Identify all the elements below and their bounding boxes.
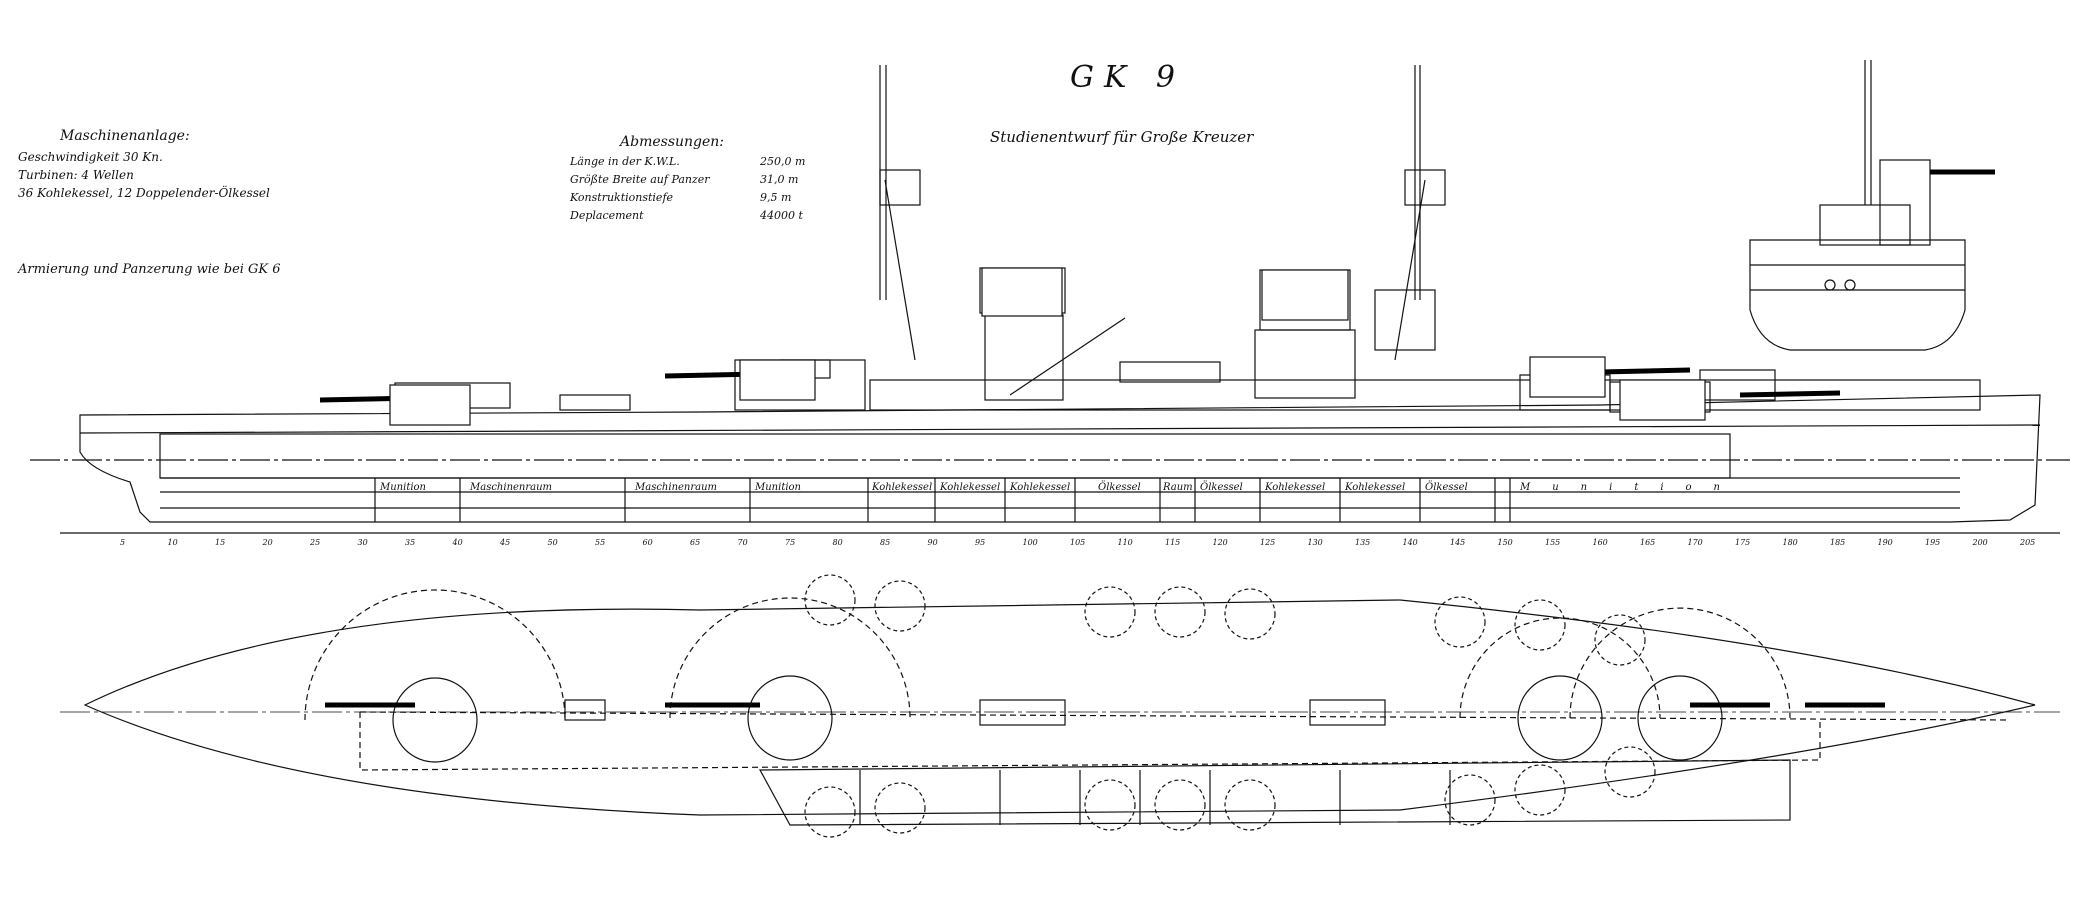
compartment-label: Kohlekessel bbox=[1010, 482, 1071, 493]
compartment-label: Raum bbox=[1163, 482, 1193, 493]
dimension-value: 31,0 m bbox=[760, 173, 799, 186]
frame-number: 195 bbox=[1925, 538, 1941, 547]
frame-number: 115 bbox=[1165, 538, 1181, 547]
machinery-line: 36 Kohlekessel, 12 Doppelender-Ölkessel bbox=[18, 186, 270, 200]
frame-number: 145 bbox=[1450, 538, 1466, 547]
armament-note: Armierung und Panzerung wie bei GK 6 bbox=[18, 262, 281, 277]
compartment-label: Maschinenraum bbox=[635, 482, 718, 493]
drawing-subtitle: Studienentwurf für Große Kreuzer bbox=[990, 128, 1254, 146]
compartment-label: Ölkessel bbox=[1200, 482, 1243, 493]
frame-number: 60 bbox=[642, 538, 653, 547]
compartment-label: Munition bbox=[755, 482, 801, 493]
frame-number: 70 bbox=[737, 538, 748, 547]
frame-number: 170 bbox=[1687, 538, 1703, 547]
dimension-value: 9,5 m bbox=[760, 191, 792, 204]
frame-number: 160 bbox=[1592, 538, 1608, 547]
dimension-value: 250,0 m bbox=[760, 155, 806, 168]
compartment-label: Maschinenraum bbox=[470, 482, 553, 493]
dimension-label: Konstruktionstiefe bbox=[570, 191, 674, 204]
dimension-label: Länge in der K.W.L. bbox=[570, 155, 680, 168]
frame-number: 200 bbox=[1972, 538, 1988, 547]
frame-number: 15 bbox=[215, 538, 226, 547]
plan-view bbox=[60, 574, 2060, 838]
side-profile bbox=[30, 65, 2070, 534]
drawing-title: GK 9 bbox=[1070, 60, 1185, 95]
frame-number: 180 bbox=[1782, 538, 1798, 547]
machinery-line: Geschwindigkeit 30 Kn. bbox=[18, 150, 163, 164]
frame-number: 185 bbox=[1830, 538, 1846, 547]
frame-number: 45 bbox=[500, 538, 511, 547]
frame-number: 30 bbox=[357, 538, 368, 547]
frame-number: 150 bbox=[1497, 538, 1513, 547]
side-gun-barrels bbox=[319, 367, 1841, 403]
frame-number: 155 bbox=[1545, 538, 1561, 547]
frame-number: 165 bbox=[1640, 538, 1656, 547]
compartment-label: Kohlekessel bbox=[1265, 482, 1326, 493]
frame-number: 95 bbox=[975, 538, 986, 547]
machinery-line: Turbinen: 4 Wellen bbox=[18, 168, 134, 182]
dimension-label: Größte Breite auf Panzer bbox=[570, 173, 710, 186]
bulkheads bbox=[374, 478, 1511, 522]
frame-number: 135 bbox=[1355, 538, 1371, 547]
frame-number: 20 bbox=[262, 538, 273, 547]
compartment-label: Kohlekessel bbox=[940, 482, 1001, 493]
frame-number: 140 bbox=[1402, 538, 1418, 547]
frame-number: 55 bbox=[595, 538, 606, 547]
frame-number: 105 bbox=[1070, 538, 1086, 547]
compartment-label: Ölkessel bbox=[1098, 482, 1141, 493]
frame-number: 110 bbox=[1117, 538, 1133, 547]
frame-number: 175 bbox=[1735, 538, 1751, 547]
compartment-label: Munition bbox=[1520, 482, 1742, 493]
frame-number: 50 bbox=[547, 538, 558, 547]
compartment-label: Munition bbox=[380, 482, 426, 493]
dimensions-heading: Abmessungen: bbox=[620, 134, 725, 150]
frame-number: 80 bbox=[832, 538, 843, 547]
frame-number: 5 bbox=[120, 538, 126, 547]
dimension-value: 44000 t bbox=[760, 209, 803, 222]
frame-number: 85 bbox=[880, 538, 891, 547]
frame-number: 130 bbox=[1307, 538, 1323, 547]
dimension-label: Deplacement bbox=[570, 209, 644, 222]
cross-section bbox=[1749, 60, 1995, 351]
frame-number: 205 bbox=[2020, 538, 2036, 547]
frame-number: 75 bbox=[785, 538, 796, 547]
frame-number: 25 bbox=[310, 538, 321, 547]
secondary-mounts bbox=[804, 574, 1656, 838]
frame-number: 125 bbox=[1260, 538, 1276, 547]
frame-number: 120 bbox=[1212, 538, 1228, 547]
frame-number: 90 bbox=[927, 538, 938, 547]
compartment-label: Ölkessel bbox=[1425, 482, 1468, 493]
frame-number: 190 bbox=[1877, 538, 1893, 547]
frame-number: 40 bbox=[452, 538, 463, 547]
frame-number: 10 bbox=[167, 538, 178, 547]
compartment-label: Kohlekessel bbox=[1345, 482, 1406, 493]
frame-number: 35 bbox=[405, 538, 416, 547]
machinery-heading: Maschinenanlage: bbox=[60, 128, 190, 144]
frame-number: 65 bbox=[690, 538, 701, 547]
frame-number: 100 bbox=[1022, 538, 1038, 547]
compartment-label: Kohlekessel bbox=[872, 482, 933, 493]
